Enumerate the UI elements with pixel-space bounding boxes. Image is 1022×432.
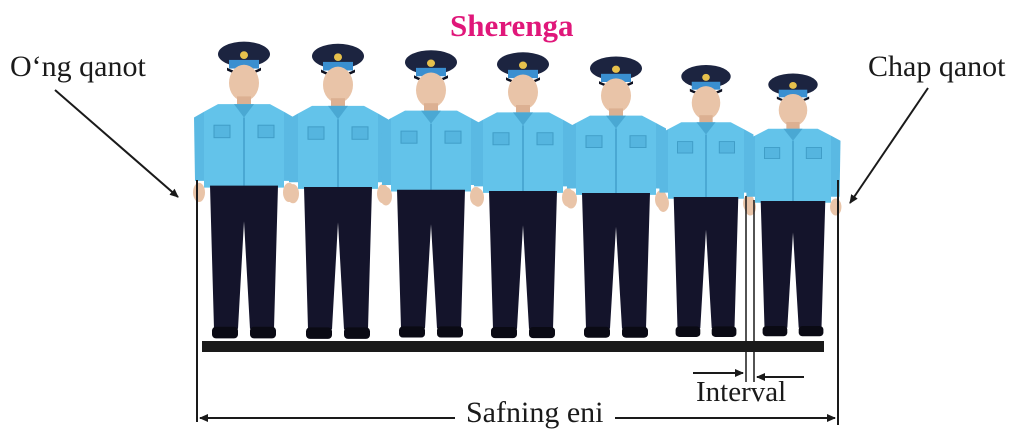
soldier-3 xyxy=(379,49,483,339)
diagram-title: Sherenga xyxy=(450,8,574,43)
soldier-5 xyxy=(564,55,668,339)
soldier-4 xyxy=(471,51,575,340)
left-wing-arrow xyxy=(849,87,929,204)
right-wing-arrow xyxy=(54,89,179,198)
soldier-1 xyxy=(192,40,296,340)
formation-width-label: Safning eni xyxy=(460,398,610,428)
soldier-6 xyxy=(656,64,756,338)
ground-bar xyxy=(202,341,824,352)
right-wing-label: O‘ng qanot xyxy=(10,50,146,83)
soldier-2 xyxy=(286,42,390,340)
left-wing-label: Chap qanot xyxy=(868,50,1006,83)
soldier-7 xyxy=(743,72,843,338)
interval-label: Interval xyxy=(696,376,787,408)
